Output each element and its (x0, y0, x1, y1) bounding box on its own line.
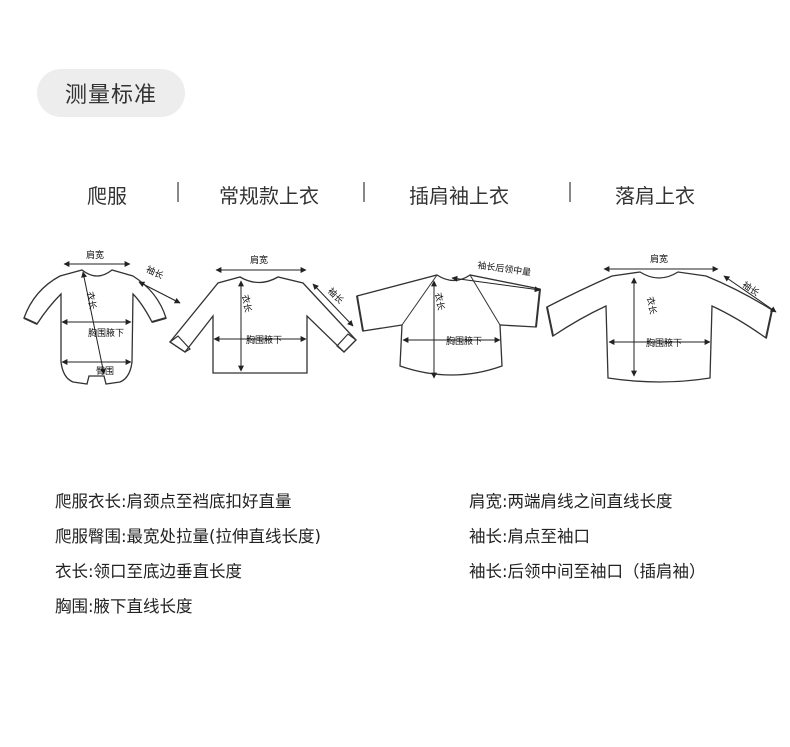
garment-diagrams: 肩宽 袖长 衣长 胸围腋下 臀围 肩宽 袖长 衣长 胸围腋下 袖长后领中量 衣长… (23, 249, 777, 385)
definition-raglan-sleeve: 袖长:后领中间至袖口（插肩袖） (469, 562, 706, 581)
category-separator (177, 182, 179, 202)
definition-length: 衣长:领口至底边垂直长度 (55, 562, 243, 581)
raglan-top-diagram (356, 274, 541, 376)
regular-top-diagram (168, 276, 357, 374)
raglan-sleeve-label: 袖长后领中量 (477, 259, 532, 278)
category-regular-top: 常规款上衣 (219, 184, 319, 208)
category-separator (569, 182, 571, 202)
category-separator (363, 182, 365, 202)
romper-length-label: 衣长 (84, 291, 99, 311)
regular-sleeve-label: 袖长 (325, 285, 346, 306)
romper-shoulder-label: 肩宽 (86, 249, 104, 261)
definition-shoulder: 肩宽:两端肩线之间直线长度 (469, 492, 673, 511)
drop-shoulder-label: 肩宽 (650, 253, 668, 265)
category-drop-shoulder-top: 落肩上衣 (615, 184, 695, 208)
drop-sleeve-label: 袖长 (740, 279, 762, 299)
romper-hip-label: 臀围 (96, 366, 114, 377)
regular-length-label: 衣长 (239, 294, 254, 314)
raglan-chest-label: 胸围腋下 (446, 335, 482, 347)
drop-chest-label: 胸围腋下 (646, 337, 682, 349)
section-title: 测量标准 (37, 69, 185, 117)
regular-shoulder-label: 肩宽 (250, 254, 268, 266)
definition-romper-hip: 爬服臀围:最宽处拉量(拉伸直线长度) (55, 527, 321, 546)
category-romper: 爬服 (87, 184, 127, 208)
romper-sleeve-label: 袖长 (144, 263, 165, 281)
romper-chest-label: 胸围腋下 (88, 327, 124, 339)
drop-length-label: 衣长 (644, 296, 659, 316)
romper-diagram (23, 269, 167, 385)
category-raglan-top: 插肩袖上衣 (409, 184, 509, 208)
definition-romper-length: 爬服衣长:肩颈点至裆底扣好直量 (55, 492, 292, 511)
raglan-length-label: 衣长 (432, 292, 447, 312)
definition-chest: 胸围:腋下直线长度 (55, 597, 193, 616)
definition-sleeve: 袖长:肩点至袖口 (469, 527, 591, 546)
drop-shoulder-top-diagram (546, 271, 773, 383)
regular-chest-label: 胸围腋下 (246, 334, 282, 346)
